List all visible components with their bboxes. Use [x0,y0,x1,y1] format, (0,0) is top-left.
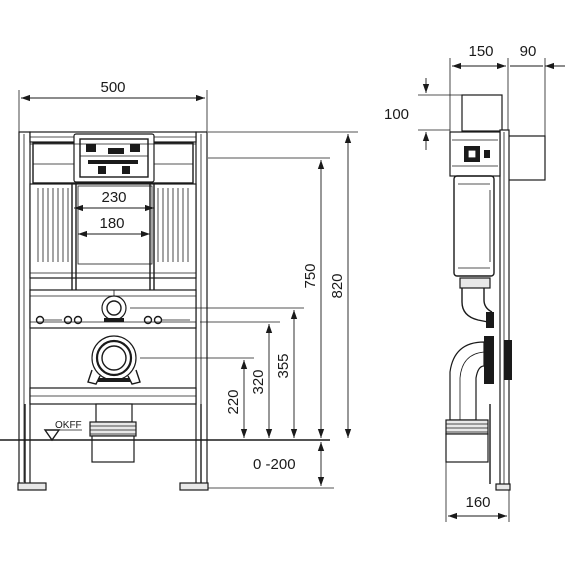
height-total-label: 820 [329,273,346,298]
top-offset-label: 100 [384,106,409,123]
cistern-side [449,131,501,277]
actuator-box [461,94,503,132]
drain-outlet [87,335,141,385]
adjust-range-label: 0 -200 [253,456,296,473]
flush-pipe-side [459,277,494,328]
outer-bracket-label: 230 [101,189,126,206]
flush-height-label: 355 [275,353,292,378]
drain-height-label: 320 [250,369,267,394]
waste-pipe-stub [89,403,137,463]
depth-label: 150 [468,43,493,60]
dimension-height-220: 220 [225,360,248,438]
extension-label: 90 [520,43,537,60]
right-foot [179,482,209,491]
drain-bracket [484,336,494,384]
fixing-hole-3 [73,315,83,325]
front-view: 500 [0,79,358,491]
fixing-hole-2 [63,315,73,325]
cistern-ribs-right [157,188,189,262]
dimension-height-820: 820 [329,134,352,438]
fixing-hole-5 [153,315,163,325]
fixing-hole-4 [143,315,153,325]
flush-valve-housing [73,133,155,183]
left-foot [17,482,47,491]
fixing-hole-1 [35,315,45,325]
inner-bracket-label: 180 [99,215,124,232]
dimension-height-320: 320 [250,324,273,438]
dimension-bracket-180: 180 [78,215,150,238]
flush-pipe-connector [101,290,127,322]
extension-plate [507,135,546,181]
dimension-bracket-230: 230 [74,189,154,212]
dimension-base-160: 160 [445,462,510,522]
waste-pipe-side [445,419,489,463]
floor-marker: OKFF [43,420,82,442]
floor-label: OKFF [55,420,82,431]
dimension-height-750: 750 [302,160,325,438]
width-label: 500 [100,79,125,96]
dimension-top-offset-100: 100 [384,78,462,150]
cistern-ribs-left [37,188,69,262]
dimension-adjust-range: 0 -200 [253,442,325,486]
dimension-extension-90: 90 [510,43,565,136]
base-depth-label: 160 [465,494,490,511]
side-view: 150 90 100 [384,43,565,522]
dimension-width-500: 500 [18,79,208,132]
side-foot [495,483,511,491]
drain-low-label: 220 [225,389,242,414]
height-frame-label: 750 [302,263,319,288]
drain-bend-side [449,341,485,421]
dimension-height-355: 355 [275,310,298,438]
side-frame-upright [499,129,510,487]
